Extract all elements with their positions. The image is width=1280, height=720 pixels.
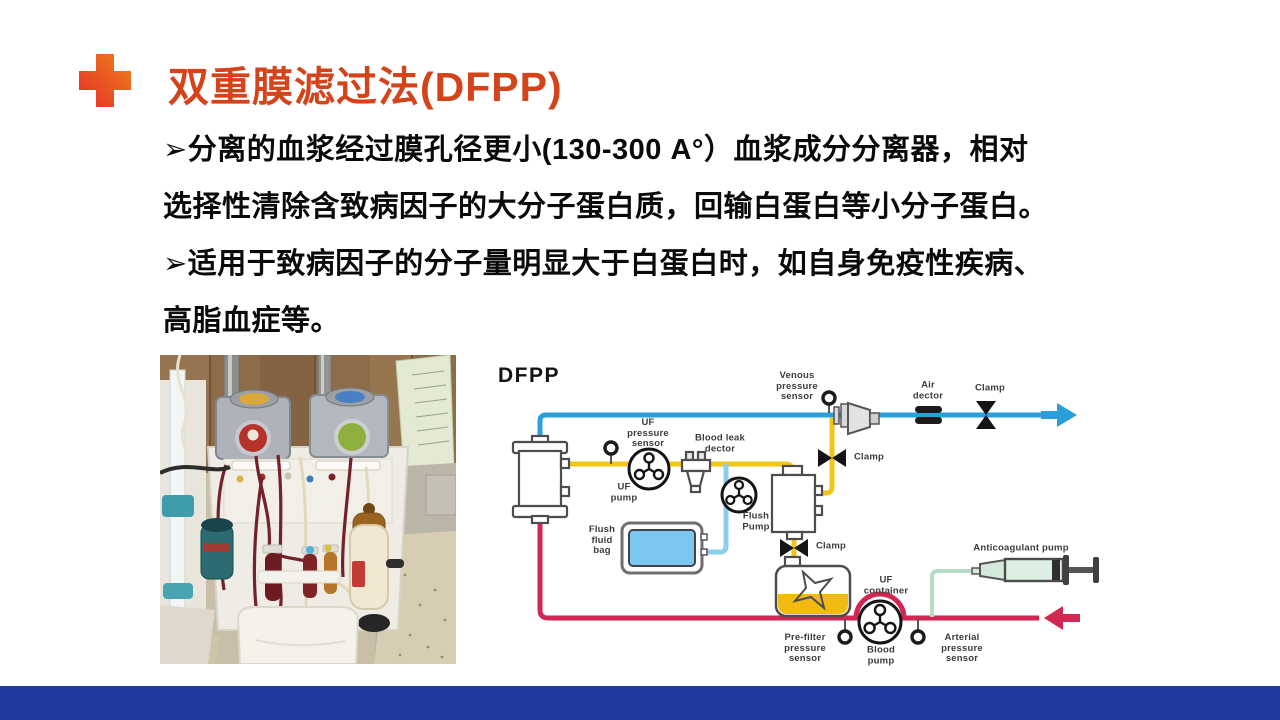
arterial-pressure-sensor-icon <box>910 619 926 645</box>
blood-leak-detector-icon <box>680 450 712 494</box>
flush-line <box>702 464 729 555</box>
plasma-separator <box>511 434 571 525</box>
air-detector-label: Air dector <box>912 379 944 401</box>
clamp-bottom-label: Clamp <box>816 540 847 552</box>
red-cross-icon <box>79 54 131 107</box>
plasma-component-separator <box>770 464 824 541</box>
pump-module-right <box>309 387 389 458</box>
anticoagulant-pump-label: Anticoagulant pump <box>973 542 1069 554</box>
venous-drip-chamber <box>833 401 880 436</box>
arterial-pressure-sensor-label: Arterial pressure sensor <box>941 632 983 665</box>
clamp-top-icon <box>976 401 996 429</box>
bullet-point-1: ➢分离的血浆经过膜孔径更小(130-300 A°）血浆成分分离器，相对 选择性清… <box>163 134 1049 223</box>
pre-filter-pressure-sensor-icon <box>837 619 853 645</box>
venous-arrow <box>1041 403 1077 427</box>
uf-pressure-sensor-label: UF pressure sensor <box>627 417 669 450</box>
flush-pump-label: Flush Pump <box>742 510 770 532</box>
pre-filter-pressure-sensor-label: Pre-filter pressure sensor <box>784 632 826 665</box>
footer-bar <box>0 686 1280 720</box>
diagram-title: DFPP <box>498 364 561 387</box>
plasma-line <box>569 461 795 475</box>
air-detector-icon <box>915 406 942 424</box>
clamp-bottom-icon <box>780 539 808 557</box>
drip-chambers <box>257 544 341 601</box>
fluid-tank <box>236 606 360 664</box>
machine-photo <box>160 355 456 664</box>
venous-pressure-sensor-label: Venous pressure sensor <box>776 370 818 403</box>
anticoagulant-pump-icon <box>971 555 1099 585</box>
anticoagulant-line <box>930 569 981 617</box>
arterial-arrow <box>1044 606 1080 630</box>
blood-pump-label: Blood pump <box>867 644 895 666</box>
dfpp-diagram: DFPP UF pressure sensor UF pump Blood le… <box>488 357 1110 677</box>
filter-column <box>349 503 404 610</box>
tank-highlight <box>254 639 346 647</box>
venous-pressure-sensor-icon <box>821 390 837 413</box>
plasma-return-line <box>818 418 835 496</box>
venous-line <box>537 412 1041 439</box>
cassette-panel <box>223 458 393 524</box>
uf-pump-icon <box>627 447 671 491</box>
uf-pressure-sensor-icon <box>603 440 619 464</box>
photo-iv-tubing <box>176 355 189 466</box>
cable <box>160 465 231 475</box>
slide-title: 双重膜滤过法(DFPP) <box>168 64 563 110</box>
teal-canister <box>200 518 234 580</box>
arterial-line <box>537 521 1039 621</box>
clamp-top-label: Clamp <box>974 382 1006 394</box>
uf-pump-label: UF pump <box>610 481 638 503</box>
blood-leak-detector-label: Blood leak dector <box>694 432 746 454</box>
bullet-point-2: ➢适用于致病因子的分子量明显大于白蛋白时，如自身免疫性疾病、 高脂血症等。 <box>163 248 1044 337</box>
wall-bracket <box>425 474 456 516</box>
blood-pump-icon <box>857 599 903 645</box>
knob <box>358 614 390 632</box>
flush-pump-icon <box>720 476 758 514</box>
flush-fluid-bag-icon <box>620 521 708 575</box>
clamp-mid-icon <box>818 449 846 467</box>
diagram-circuit-graphic <box>511 390 1099 645</box>
bullet-list: ➢分离的血浆经过膜孔径更小(130-300 A°）血浆成分分离器，相对 选择性清… <box>163 122 1173 350</box>
clamp-mid-label: Clamp <box>854 451 885 463</box>
flush-fluid-bag-label: Flush fluid bag <box>588 524 616 557</box>
uf-container-label: UF container <box>863 574 909 596</box>
uf-container-icon <box>774 555 852 618</box>
pump-module-left <box>215 389 291 460</box>
photo-bed-frame <box>160 369 215 664</box>
